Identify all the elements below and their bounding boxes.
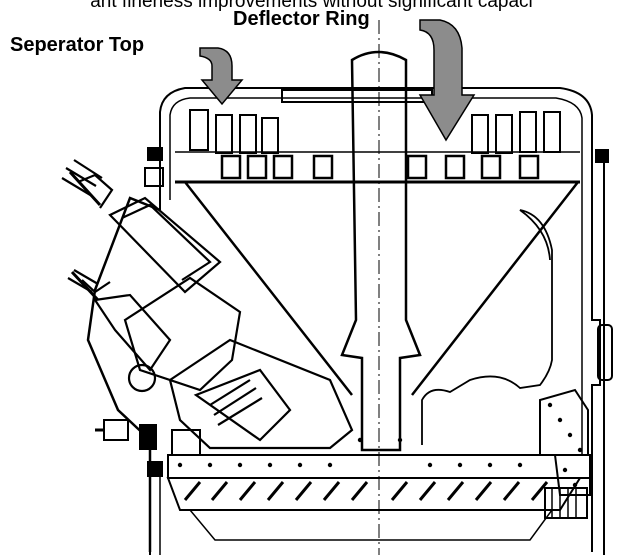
right-bolt-top [595, 149, 609, 163]
upper-drive [61, 159, 222, 294]
deflector-ring-arrow [418, 19, 476, 142]
right-chamber [421, 209, 553, 445]
separator-top-label: Seperator Top [10, 34, 145, 56]
lower-drive [67, 269, 354, 450]
top-cover [281, 89, 433, 103]
deflector-ring-label: Deflector Ring [233, 8, 370, 30]
right-handle [597, 324, 613, 381]
corner-plates [171, 388, 591, 496]
housing-outline [159, 87, 601, 552]
rivets [177, 402, 583, 488]
separator-top-arrow [199, 47, 244, 106]
deflector-ring-boxes [220, 154, 540, 180]
caption-text: ant fineness improvements without signif… [90, 0, 533, 12]
deflector-vanes [189, 109, 561, 154]
rotor-blades [183, 481, 549, 501]
separator-cone [184, 181, 579, 396]
center-shaft [340, 50, 422, 452]
bottom-grille [544, 487, 588, 519]
rotor-table [149, 454, 591, 555]
housing-inner-line [169, 97, 583, 455]
